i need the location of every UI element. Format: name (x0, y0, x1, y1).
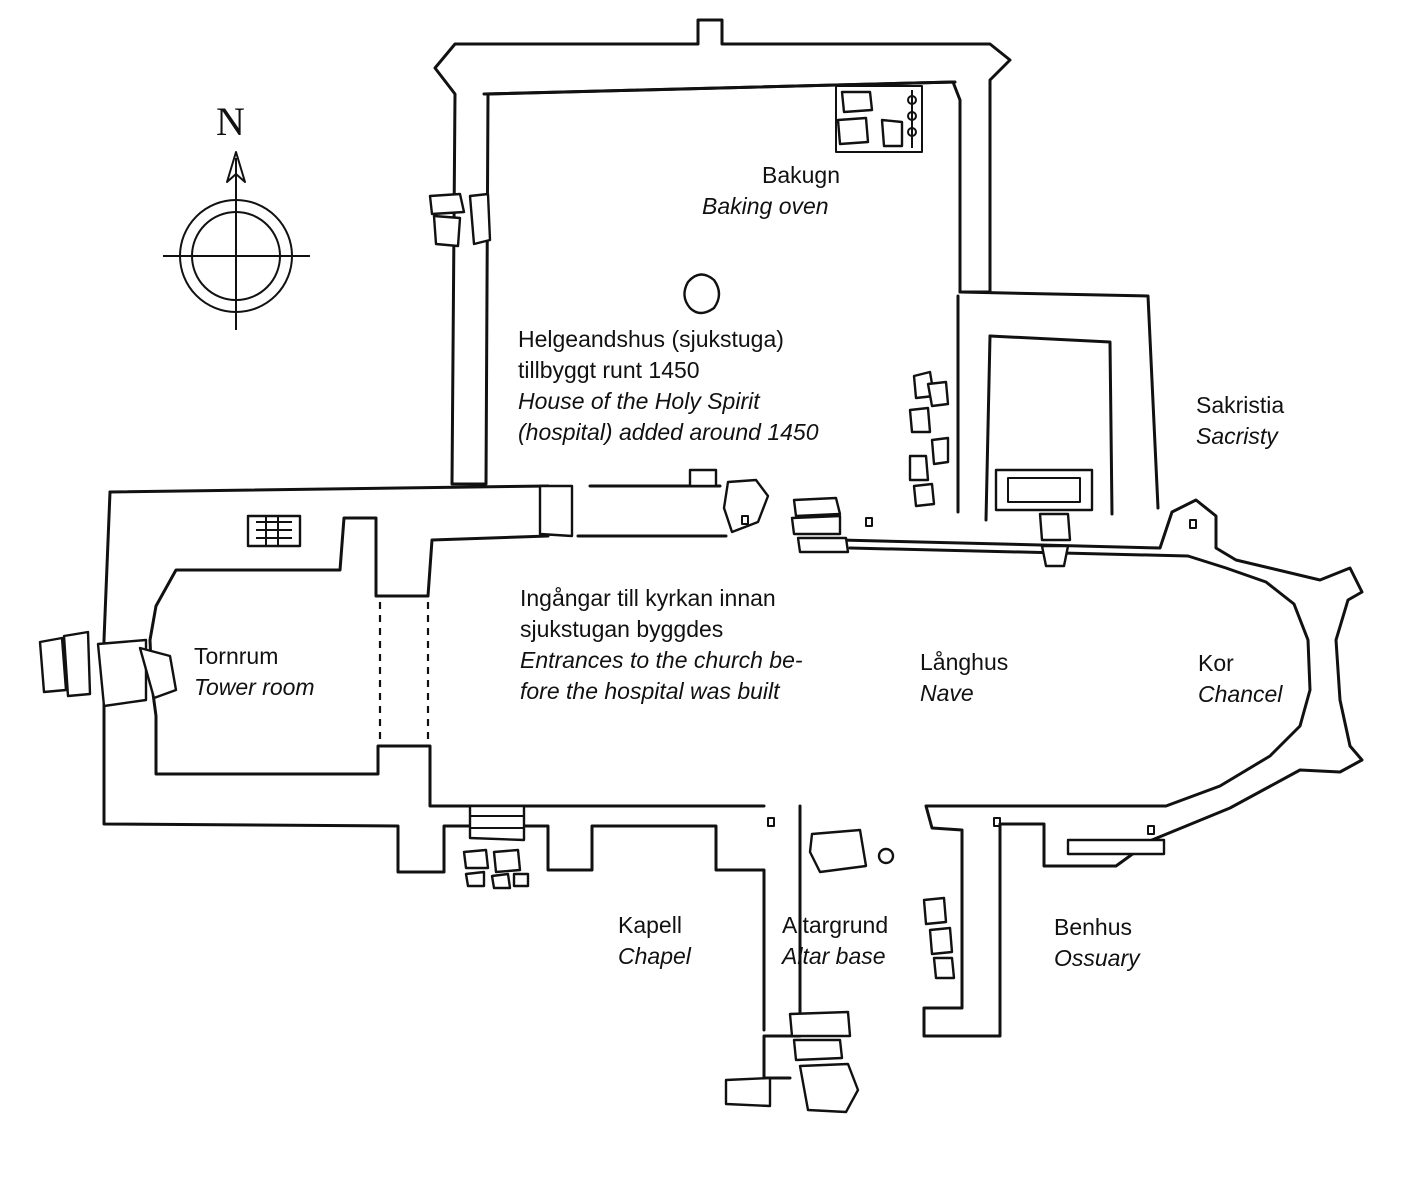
label-altar-base: Altargrund Altar base (782, 910, 888, 972)
label-entrances-sv-2: sjukstugan byggdes (520, 616, 724, 642)
label-sacristy-en: Sacristy (1196, 423, 1278, 449)
north-letter: N (216, 99, 245, 144)
label-sacristy: Sakristia Sacristy (1196, 390, 1284, 452)
label-nave-en: Nave (920, 680, 974, 706)
pillar-markers (741, 515, 1197, 835)
label-chancel-sv: Kor (1198, 650, 1234, 676)
west-wall-stones (428, 192, 492, 248)
label-hospital-en-2: (hospital) added around 1450 (518, 419, 819, 445)
label-tower-room: Tornrum Tower room (194, 641, 315, 703)
label-chapel-sv: Kapell (618, 912, 682, 938)
chapel-entrance-stones (724, 1010, 860, 1114)
label-chapel: Kapell Chapel (618, 910, 691, 972)
label-ossuary-sv: Benhus (1054, 914, 1133, 940)
sacristy-walls (956, 290, 1160, 522)
compass-rose-icon (163, 151, 310, 330)
baking-oven-icon (835, 85, 923, 153)
altar-base-icon (808, 828, 956, 980)
tower-entrance-stones (38, 630, 178, 708)
label-tower-room-sv: Tornrum (194, 643, 279, 669)
church-walls (102, 484, 1364, 1080)
label-entrances-en-2: fore the hospital was built (520, 678, 780, 704)
label-ossuary: Benhus Ossuary (1054, 912, 1140, 974)
label-entrances-en-1: Entrances to the church be- (520, 647, 803, 673)
nave-north-stones (246, 468, 850, 554)
label-hospital-en-1: House of the Holy Spirit (518, 388, 760, 414)
label-nave: Långhus Nave (920, 647, 1008, 709)
label-entrances: Ingångar till kyrkan innan sjukstugan by… (520, 583, 803, 707)
well-icon (683, 273, 721, 315)
label-hospital: Helgeandshus (sjukstuga) tillbyggt runt … (518, 324, 819, 448)
label-chapel-en: Chapel (618, 943, 691, 969)
label-altar-base-sv: Altargrund (782, 912, 889, 938)
label-hospital-sv-1: Helgeandshus (sjukstuga) (518, 326, 784, 352)
label-baking-oven: Bakugn Baking oven (702, 160, 841, 222)
label-baking-oven-sv: Bakugn (762, 162, 841, 188)
label-nave-sv: Långhus (920, 649, 1009, 675)
label-entrances-sv-1: Ingångar till kyrkan innan (520, 585, 776, 611)
label-chancel: Kor Chancel (1198, 648, 1282, 710)
ossuary-niche-icon (1066, 838, 1166, 856)
label-ossuary-en: Ossuary (1054, 945, 1140, 971)
sacristy-altar-icon (994, 468, 1094, 568)
east-wall-stones (908, 370, 950, 508)
label-baking-oven-en: Baking oven (702, 193, 829, 219)
label-hospital-sv-2: tillbyggt runt 1450 (518, 357, 700, 383)
label-sacristy-sv: Sakristia (1196, 392, 1285, 418)
former-entrance-lines (378, 602, 430, 742)
label-tower-room-en: Tower room (194, 674, 315, 700)
label-chancel-en: Chancel (1198, 681, 1283, 707)
label-altar-base-en: Altar base (782, 943, 886, 969)
nave-south-stones (462, 804, 530, 890)
